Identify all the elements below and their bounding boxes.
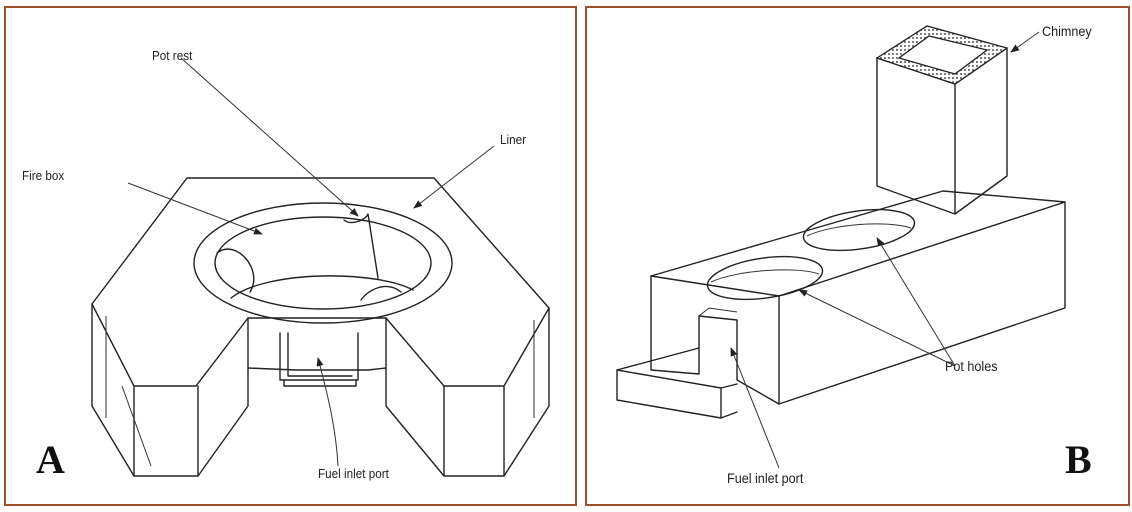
panel-a: Pot rest Liner Fire box Fuel inlet port … — [4, 6, 577, 506]
label-chimney: Chimney — [1042, 23, 1092, 39]
stove-top-outline — [91, 177, 550, 387]
block-end — [650, 275, 780, 405]
pot-rest — [216, 248, 255, 293]
label-liner: Liner — [500, 132, 527, 147]
fire-box-floor — [230, 275, 414, 299]
panel-letter-a: A — [36, 437, 65, 482]
chimney-rim — [875, 25, 1009, 85]
leader-pot-rest — [180, 57, 359, 217]
liner-inner — [214, 216, 432, 310]
pot-hole-rear — [802, 208, 916, 252]
label-fuel-inlet-port-b: Fuel inlet port — [727, 470, 804, 486]
leader-chimney — [1010, 31, 1040, 53]
fuel-inlet-block — [279, 332, 359, 381]
fuel-slab — [616, 347, 738, 419]
block-front — [778, 201, 1066, 405]
stove-a-drawing — [91, 57, 550, 477]
leader-pot-hole-2 — [876, 237, 956, 367]
label-pot-rest: Pot rest — [152, 48, 193, 63]
panel-b: Chimney Pot holes Fuel inlet port B — [585, 6, 1130, 506]
leader-fire-box — [127, 182, 263, 235]
label-fire-box: Fire box — [22, 168, 65, 183]
pot-hole-front — [706, 255, 824, 301]
left-wing-front — [91, 303, 249, 477]
leader-fuel-inlet-b — [730, 347, 780, 469]
panel-letter-b: B — [1065, 437, 1092, 482]
stove-b-drawing — [616, 25, 1066, 469]
right-wing-front — [385, 307, 550, 477]
leader-fuel-inlet — [316, 357, 339, 467]
label-fuel-inlet-port-a: Fuel inlet port — [318, 466, 389, 481]
liner-outer — [193, 202, 453, 324]
label-pot-holes: Pot holes — [945, 358, 998, 374]
block-top — [650, 190, 1066, 297]
leader-pot-hole-1 — [798, 289, 956, 367]
leader-liner — [413, 145, 495, 209]
